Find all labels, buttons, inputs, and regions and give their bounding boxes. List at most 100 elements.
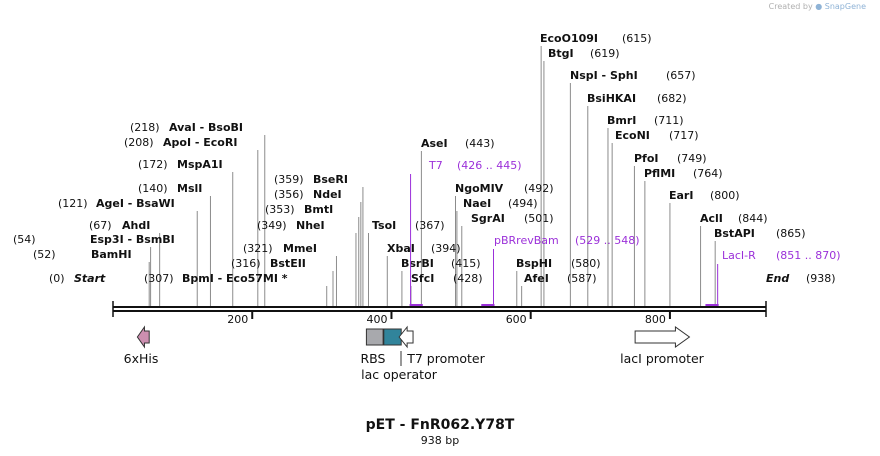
feature-label: 6xHis [124, 351, 159, 366]
site-name: EarI [669, 189, 693, 202]
site-position: (717) [669, 129, 699, 142]
tick-label: 200 [227, 313, 248, 326]
site-name: EcoNI [615, 129, 650, 142]
site-name: MspA1I [177, 158, 223, 171]
site-position: (208) [124, 136, 154, 149]
site-position: (711) [654, 114, 684, 127]
site-name: BstAPI [714, 227, 755, 240]
site-name: SgrAI [471, 212, 505, 225]
site-position: (0) [49, 272, 65, 285]
feature-arrow-left [398, 325, 414, 349]
site-position: (587) [567, 272, 597, 285]
site-name: NspI - SphI [570, 69, 638, 82]
primer-range: (851 .. 870) [776, 249, 841, 262]
site-name: NaeI [463, 197, 491, 210]
site-name: AclI [700, 212, 723, 225]
feature-label: lac operator [361, 367, 438, 382]
site-position: (218) [130, 121, 160, 134]
map-title: pET - FnR062.Y78T [365, 417, 515, 433]
site-name: BspHI [516, 257, 552, 270]
site-position: (615) [622, 32, 652, 45]
site-name: AseI [421, 137, 448, 150]
site-position: (121) [58, 197, 88, 210]
site-name: BtgI [548, 47, 574, 60]
site-position: (428) [453, 272, 483, 285]
site-position: (682) [657, 92, 687, 105]
tick-label: 600 [506, 313, 527, 326]
site-name: XbaI [387, 242, 415, 255]
primer-range: (426 .. 445) [457, 159, 522, 172]
feature-label: T7 promoter [406, 351, 485, 366]
site-name: BpmI - Eco57MI * [182, 272, 288, 285]
site-name: AfeI [524, 272, 549, 285]
site-name: EcoO109I [540, 32, 598, 45]
site-position: (307) [144, 272, 174, 285]
snapgene-logo-icon: ● [815, 2, 823, 11]
site-name: Esp3I - BsmBI [90, 233, 175, 246]
primer-range: (529 .. 548) [575, 234, 640, 247]
primer-name: T7 [428, 159, 443, 172]
site-name: BmrI [607, 114, 636, 127]
credit-brand: SnapGene [824, 2, 866, 11]
feature-label: lacI promoter [620, 351, 705, 366]
site-name: AgeI - BsaWI [96, 197, 175, 210]
tick-label: 400 [366, 313, 387, 326]
site-name: AvaI - BsoBI [169, 121, 243, 134]
site-position: (321) [243, 242, 273, 255]
site-name: SfcI [411, 272, 434, 285]
site-position: (172) [138, 158, 168, 171]
site-name: PflMI [644, 167, 675, 180]
site-name: NdeI [313, 188, 342, 201]
site-position: (367) [415, 219, 445, 232]
site-name: Start [74, 272, 106, 285]
site-position: (67) [89, 219, 112, 232]
sequence-length: 938 bp [420, 434, 460, 447]
site-position: (54) [13, 233, 36, 246]
site-name: BsrBI [401, 257, 434, 270]
site-name: End [766, 272, 789, 285]
site-position: (657) [666, 69, 696, 82]
primer-name: LacI-R [722, 249, 756, 262]
feature-box [365, 328, 384, 346]
tick-label: 800 [645, 313, 666, 326]
site-position: (140) [138, 182, 168, 195]
feature-arrow-right [634, 326, 691, 348]
site-name: MmeI [283, 242, 317, 255]
site-position: (394) [431, 242, 461, 255]
site-position: (619) [590, 47, 620, 60]
site-name: BseRI [313, 173, 348, 186]
site-name: BsiHKAI [587, 92, 636, 105]
site-position: (580) [571, 257, 601, 270]
site-position: (415) [451, 257, 481, 270]
site-position: (359) [274, 173, 304, 186]
site-name: MslI [177, 182, 202, 195]
site-name: PfoI [634, 152, 659, 165]
site-name: ApoI - EcoRI [163, 136, 237, 149]
site-position: (443) [465, 137, 495, 150]
site-position: (492) [524, 182, 554, 195]
site-position: (494) [508, 197, 538, 210]
site-position: (800) [710, 189, 740, 202]
site-name: TsoI [372, 219, 396, 232]
credit-prefix: Created by [768, 2, 813, 11]
site-position: (501) [524, 212, 554, 225]
site-position: (865) [776, 227, 806, 240]
site-position: (316) [231, 257, 261, 270]
site-name: BmtI [304, 203, 333, 216]
site-position: (349) [257, 219, 287, 232]
site-position: (353) [265, 203, 295, 216]
site-position: (844) [738, 212, 768, 225]
site-name: NgoMIV [455, 182, 504, 195]
credit: Created by ● SnapGene [769, 2, 866, 11]
feature-arrow-left [136, 325, 150, 349]
site-position: (356) [274, 188, 304, 201]
primer-name: pBRrevBam [494, 234, 559, 247]
site-name: AhdI [122, 219, 150, 232]
site-name: BstEII [270, 257, 306, 270]
feature-label: RBS [361, 351, 386, 366]
site-name: NheI [296, 219, 325, 232]
site-position: (749) [677, 152, 707, 165]
site-position: (52) [33, 248, 56, 261]
site-position: (938) [806, 272, 836, 285]
